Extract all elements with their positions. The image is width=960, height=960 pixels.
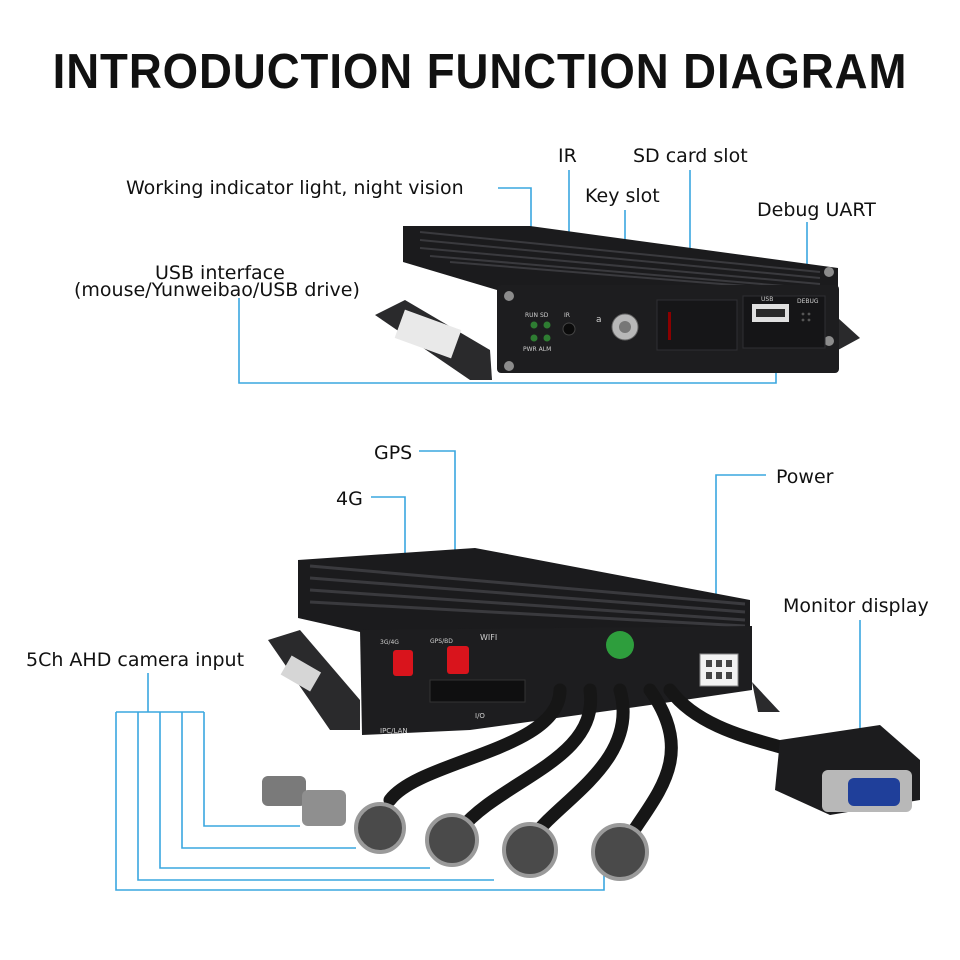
antenna-4g: [393, 650, 413, 676]
rear-right-flange: [752, 682, 780, 712]
screw: [504, 291, 514, 301]
right-mount-flange: [838, 318, 860, 350]
spec-sticker: [606, 631, 634, 659]
label-sd-card-slot: SD card slot: [633, 145, 748, 167]
debug-uart-pins: [801, 312, 811, 322]
vga-port: [848, 778, 900, 806]
svg-text:GPS/BD: GPS/BD: [430, 638, 453, 645]
label-usb-interface-detail: (mouse/Yunweibao/USB drive): [74, 279, 360, 301]
svg-text:a: a: [596, 315, 602, 325]
led-label-pwr-alm: PWR ALM: [523, 346, 551, 353]
label-power: Power: [776, 466, 834, 488]
leader-camera-2: [181, 712, 356, 849]
io-connector: [429, 679, 526, 703]
svg-text:IPC/LAN: IPC/LAN: [380, 727, 408, 735]
label-key-slot: Key slot: [585, 185, 660, 207]
svg-text:3G/4G: 3G/4G: [380, 639, 399, 646]
label-4g: 4G: [336, 488, 363, 510]
leader-camera-1: [203, 712, 300, 827]
label-working-indicator: Working indicator light, night vision: [126, 177, 464, 199]
svg-text:DEBUG: DEBUG: [797, 298, 819, 305]
leader-camera-4: [137, 712, 494, 881]
rear-top-surface: [298, 548, 750, 632]
antenna-gps: [447, 646, 469, 674]
svg-text:I/O: I/O: [475, 712, 485, 720]
svg-text:IR: IR: [564, 312, 570, 319]
label-monitor-display: Monitor display: [783, 595, 929, 617]
svg-text:USB: USB: [761, 296, 773, 303]
status-leds: [530, 321, 551, 342]
svg-text:WIFI: WIFI: [480, 633, 497, 642]
screw: [824, 267, 834, 277]
ir-sensor: [562, 322, 576, 336]
serial-sticker: [394, 309, 462, 359]
leader-camera-5: [115, 712, 605, 891]
label-ir: IR: [558, 145, 577, 167]
aviation-connectors: [262, 776, 649, 881]
label-debug-uart: Debug UART: [757, 199, 876, 221]
screw: [824, 336, 834, 346]
diagram-title: INTRODUCTION FUNCTION DIAGRAM: [52, 45, 908, 99]
label-camera-input: 5Ch AHD camera input: [26, 649, 245, 671]
label-gps: GPS: [374, 442, 413, 464]
label-usb-interface: USB interface: [155, 262, 285, 284]
power-connector: [699, 653, 739, 687]
leader-power: [715, 474, 766, 642]
screw: [504, 361, 514, 371]
led-label-run-sd: RUN SD: [525, 312, 549, 319]
leader-camera-3: [159, 712, 430, 869]
